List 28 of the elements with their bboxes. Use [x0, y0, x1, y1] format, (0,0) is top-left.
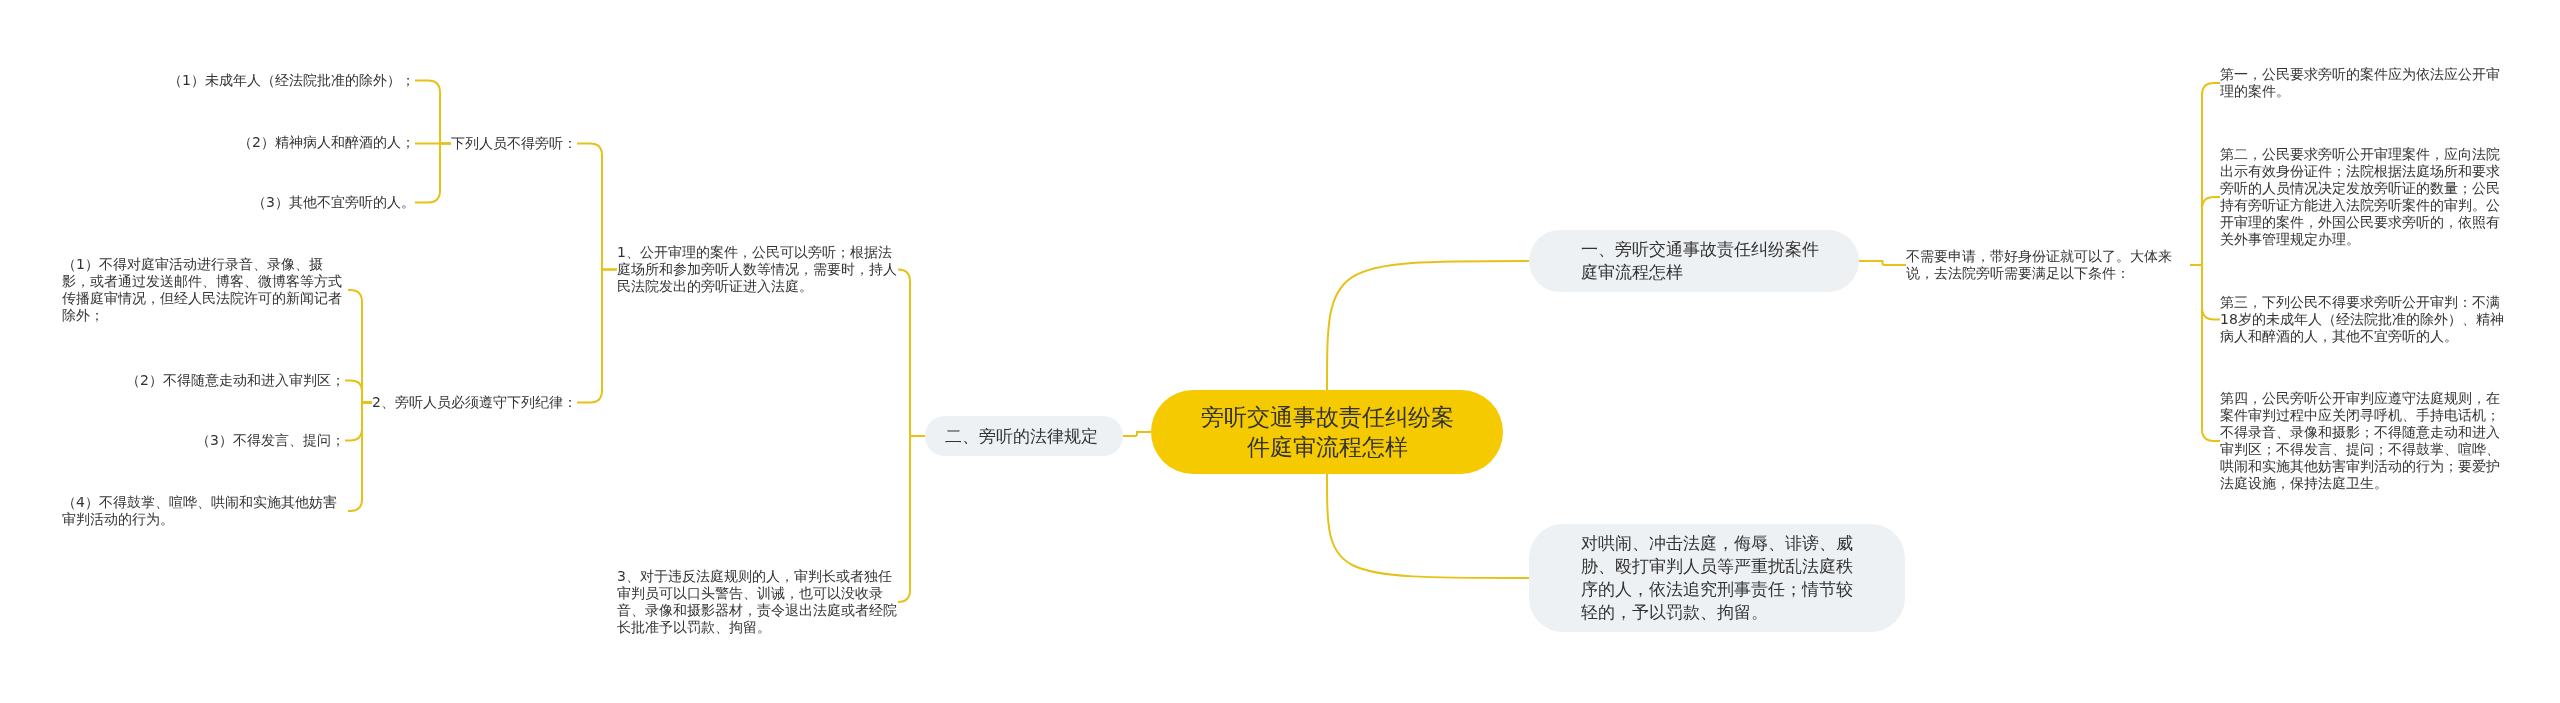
connector-line [1326, 260, 1530, 391]
node-text: 第三，下列公民不得要求旁听公开审判：不满18岁的未成年人（经法院批准的除外）、精神病人和醉酒的人，其他不宜旁听的人。 [2220, 294, 2504, 345]
node-text: （2）不得随意走动和进入审判区； [126, 372, 345, 389]
node-text: （1）未成年人（经法院批准的除外）； [168, 72, 415, 89]
connector-line [347, 401, 373, 512]
node-text: 2、旁听人员必须遵守下列纪律： [372, 394, 577, 411]
node-text: 3、对于违反法庭规则的人，审判长或者独任审判员可以口头警告、训诫，也可以没收录音、录像和摄影器材，责令退出法庭或者经院长批准予以罚款、拘留。 [617, 568, 898, 636]
node-text: 下列人员不得旁听： [451, 135, 577, 152]
node-text: （4）不得鼓掌、喧哗、哄闹和实施其他妨害审判活动的行为。 [62, 494, 338, 528]
connector-line [1122, 431, 1152, 437]
connector-line [897, 435, 926, 603]
node-text: （3）不得发言、提问； [196, 432, 345, 449]
connector-line [1326, 473, 1530, 579]
node-text: 旁听交通事故责任纠纷案件庭审流程怎样 [1199, 403, 1455, 462]
topic-box [1529, 524, 1905, 632]
topic-box [925, 416, 1123, 456]
node-text: （3）其他不宜旁听的人。 [252, 194, 415, 211]
node-text: （2）精神病人和醉酒的人； [238, 134, 415, 151]
connector-line [1858, 260, 1907, 266]
node-text: 第一，公民要求旁听的案件应为依法应公开审理的案件。 [2220, 66, 2501, 100]
node-text: 第四，公民旁听公开审判应遵守法庭规则，在案件审判过程中应关闭寻呼机、手持电话机；不得录音、录像和摄影；不得随意走动和进入审判区；不得发言、提问；不得鼓掌、喧哗、哄闹和实施其他妨害审判活动的行为；要爱护法庭设施，保持法庭卫生。 [2220, 390, 2501, 492]
node-text: 二、旁听的法律规定 [945, 424, 1098, 448]
node-text: 第二，公民要求旁听公开审理案件，应向法院出示有效身份证件；法院根据法庭场所和要求旁听的人员情况决定发放旁听证的数量；公民持有旁听证方能进入法院旁听案件的审判。公开审理的案件，外国公民要求旁听的，依照有关外事管理规定办理。 [2220, 146, 2501, 248]
node-text: （1）不得对庭审活动进行录音、录像、摄影，或者通过发送邮件、博客、微博客等方式传播庭审情况，但经人民法院许可的新闻记者除外； [62, 256, 343, 324]
node-text: 对哄闹、冲击法庭，侮辱、诽谤、威胁、殴打审判人员等严重扰乱法庭秩序的人，依法追究刑事责任；情节较轻的，予以罚款、拘留。 [1581, 532, 1854, 624]
node-text: 不需要申请，带好身份证就可以了。大体来说，去法院旁听需要满足以下条件： [1906, 248, 2173, 282]
node-text: 一、旁听交通事故责任纠纷案件庭审流程怎样 [1581, 238, 1820, 284]
node-text: 1、公开审理的案件，公民可以旁听；根据法庭场所和参加旁听人数等情况，需要时，持人民法院发出的旁听证进入法庭。 [617, 244, 898, 295]
